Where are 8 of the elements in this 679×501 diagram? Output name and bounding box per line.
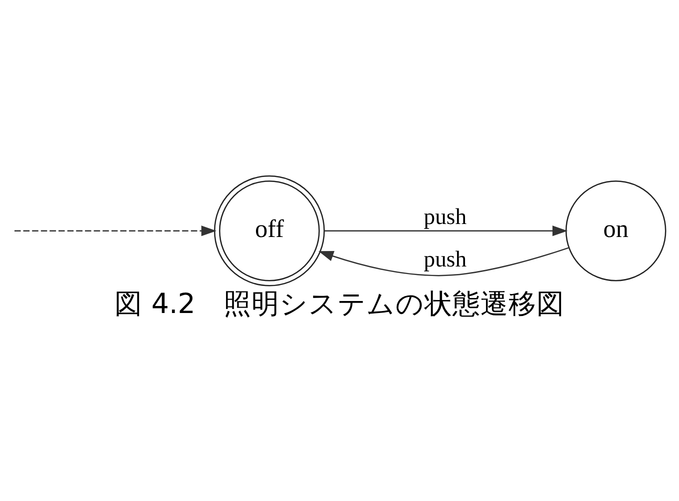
arrow — [14, 225, 216, 236]
arrow — [324, 225, 568, 236]
edge-label: push — [424, 203, 467, 228]
node-circle: off — [214, 174, 325, 286]
arrow — [318, 246, 570, 276]
node-circle: on — [565, 180, 666, 281]
edge-label: push — [424, 246, 467, 272]
caption: 図 4.2 照明システムの状態遷移図 — [114, 286, 564, 320]
